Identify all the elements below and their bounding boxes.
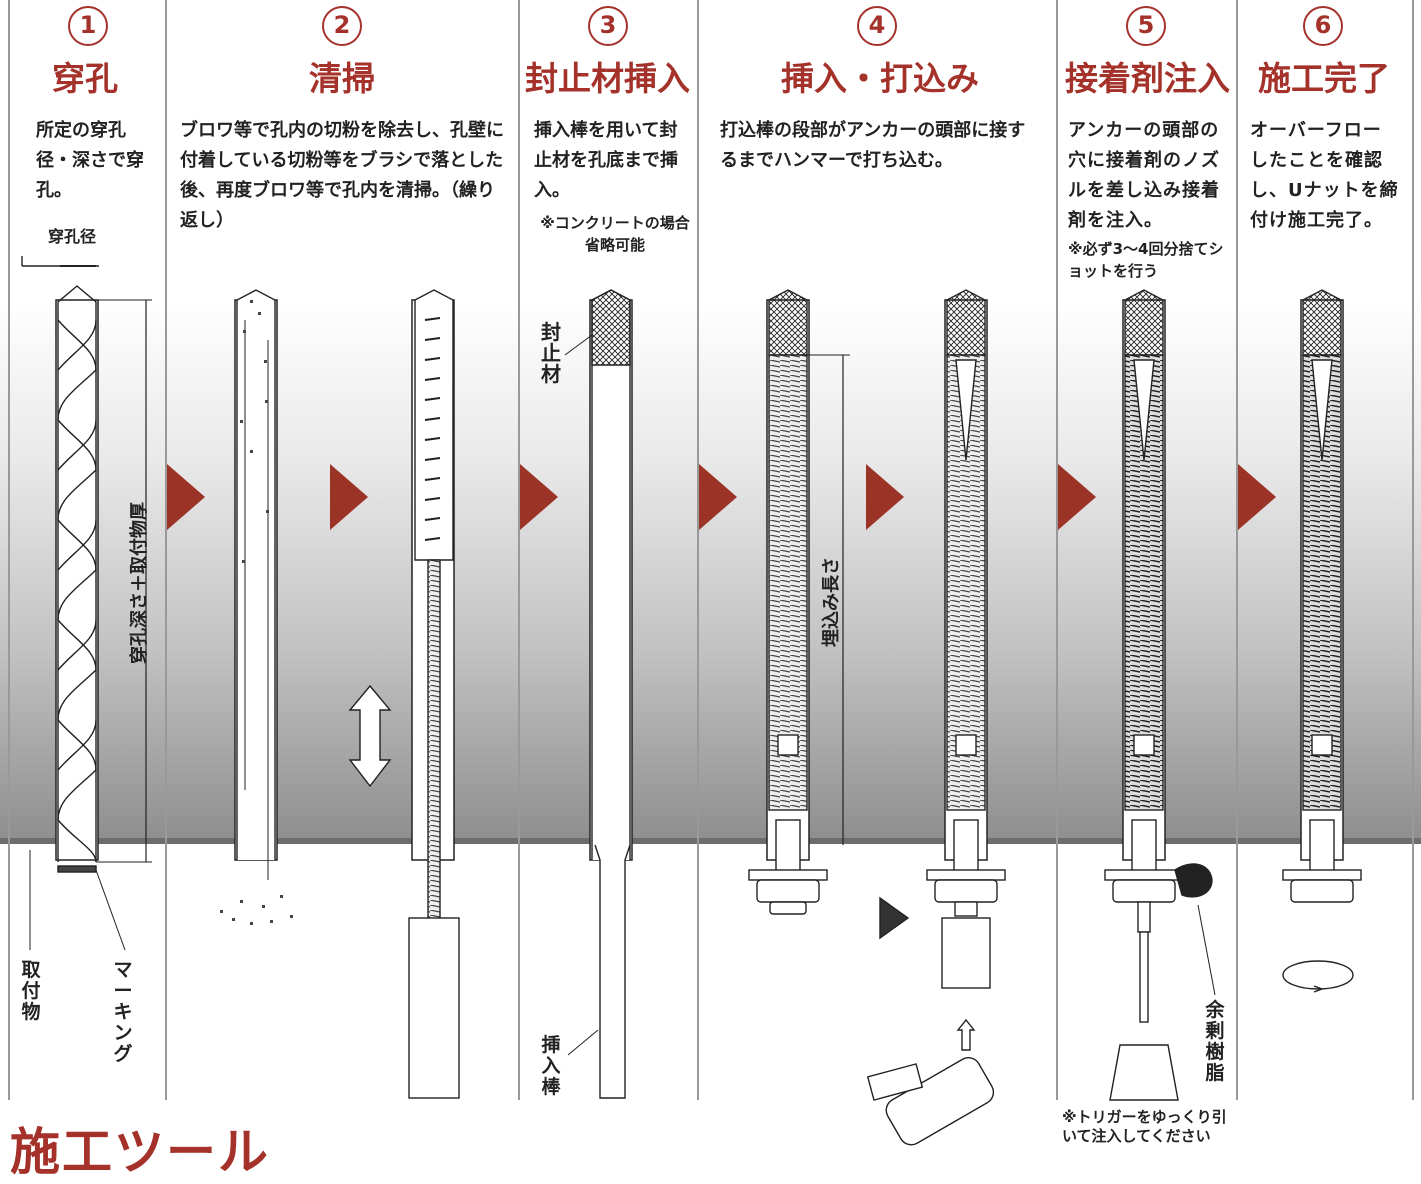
step-number: 1 — [68, 6, 108, 46]
step-description: 所定の穿孔径・深さで穿孔。 — [36, 120, 144, 201]
label-drill-depth: 穿孔深さ＋取付物厚 — [129, 502, 150, 664]
step-title: 施工完了 — [1258, 59, 1390, 98]
step-description: ブロワ等で孔内の切粉を除去し、孔壁に付着している切粉等をブラシで落とした後、再度… — [180, 120, 504, 231]
step-title: 接着剤注入 — [1065, 59, 1230, 98]
divider — [1236, 0, 1238, 1100]
label-sealant: 封止材 — [541, 320, 561, 386]
drill-bit — [21, 256, 152, 951]
flow-arrow-icon — [330, 464, 368, 530]
step-note: ※必ず3～4回分捨てショットを行う — [1068, 240, 1224, 280]
step-title: 挿入・打込み — [781, 59, 979, 98]
label-embed-length: 埋込み長さ — [821, 557, 842, 647]
flow-arrow-icon — [167, 464, 205, 530]
divider — [1412, 0, 1414, 1100]
step-number: 5 — [1126, 6, 1166, 46]
trigger-note: ※トリガーをゆっくり引いて注入してください — [1062, 1108, 1227, 1145]
step-number: 3 — [588, 6, 628, 46]
step-note: ※コンクリートの場合省略可能 — [540, 214, 690, 254]
step-title: 穿孔 — [52, 59, 118, 98]
step-description: 挿入棒を用いて封止材を孔底まで挿入。 — [534, 120, 678, 201]
step-title: 清掃 — [309, 59, 375, 98]
anchor-6 — [1282, 289, 1362, 993]
flow-arrow-icon — [520, 464, 558, 530]
divider — [165, 0, 167, 1100]
step-number: 4 — [857, 6, 897, 46]
anchor-5 — [1104, 289, 1216, 1101]
flow-arrow-icon — [699, 464, 737, 530]
divider — [1056, 0, 1058, 1100]
flow-arrow-icon — [1058, 464, 1096, 530]
divider — [697, 0, 699, 1100]
fixture-plate — [0, 838, 1421, 844]
label-drill-diameter: 穿孔径 — [48, 227, 97, 246]
flow-arrow-icon — [866, 464, 904, 530]
flow-arrow-icon — [1238, 464, 1276, 530]
label-fixture: 取付物 — [21, 959, 41, 1023]
step-number: 2 — [322, 6, 362, 46]
label-marking: マーキング — [113, 959, 133, 1065]
divider — [518, 0, 520, 1100]
label-insert-rod: 挿入棒 — [541, 1034, 561, 1098]
step-description: 打込棒の段部がアンカーの頭部に接するまでハンマーで打ち込む。 — [720, 120, 1026, 171]
step-description: アンカーの頭部の穴に接着剤のノズルを差し込み接着剤を注入。 — [1068, 120, 1220, 231]
divider — [8, 0, 10, 1100]
step-number: 6 — [1303, 6, 1343, 46]
dust-particles — [220, 300, 293, 925]
anchor-4b — [866, 289, 1006, 1146]
anchor-4a — [748, 289, 850, 915]
section-title: 施工ツール — [10, 1123, 270, 1181]
label-excess-resin: 余剰樹脂 — [1205, 999, 1225, 1084]
step-title: 封止材挿入 — [525, 59, 690, 98]
step-description: オーバーフローしたことを確認し、Uナットを締付け施工完了。 — [1250, 120, 1399, 231]
